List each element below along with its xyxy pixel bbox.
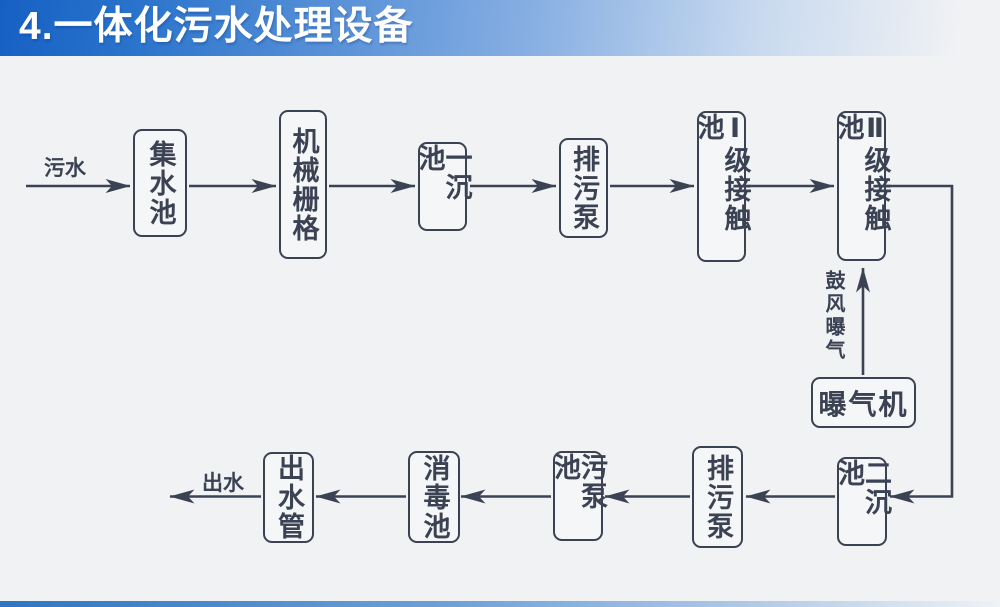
aeration-label: 鼓风曝气 <box>822 270 844 362</box>
node-label: 机械栅格 <box>288 126 319 243</box>
connector-level2-contact-to-secondary-sedimentation <box>886 184 954 504</box>
slide-header: 4.一体化污水处理设备 <box>0 0 1000 56</box>
node-label: 曝气机 <box>818 388 909 420</box>
node-label: Ⅱ级接触池 <box>833 113 891 233</box>
node-label: Ⅰ级接触池 <box>693 113 751 233</box>
node-collecting-tank: 集水池 <box>133 129 187 237</box>
node-disinfection-tank: 消毒池 <box>408 451 460 543</box>
node-label: 出水管 <box>274 454 304 541</box>
node-label: 一沉池 <box>414 144 472 202</box>
node-label: 消毒池 <box>419 453 450 541</box>
node-dirty-pump-tank: 污泵池 <box>550 451 607 541</box>
node-aerator: 曝气机 <box>811 377 916 428</box>
node-sewage-pump-top: 排污泵 <box>559 138 608 238</box>
node-secondary-sedimentation: 二沉池 <box>834 457 891 546</box>
node-label: 二沉池 <box>834 459 891 517</box>
page-title: 4.一体化污水处理设备 <box>19 5 414 48</box>
node-level2-contact-tank: Ⅱ级接触池 <box>833 111 891 261</box>
node-label: 排污泵 <box>703 453 733 541</box>
node-sewage-pump-bottom: 排污泵 <box>692 446 743 548</box>
node-mechanical-grid: 机械栅格 <box>279 110 327 259</box>
inflow-label: 污水 <box>44 157 86 180</box>
node-outlet-pipe: 出水管 <box>263 452 314 543</box>
node-label: 排污泵 <box>569 144 599 232</box>
footer-accent-bar <box>0 601 1000 607</box>
node-primary-sedimentation: 一沉池 <box>414 142 472 231</box>
outflow-label: 出水 <box>202 472 244 495</box>
node-level1-contact-tank: Ⅰ级接触池 <box>693 111 751 262</box>
node-label: 集水池 <box>145 139 176 227</box>
node-label: 污泵池 <box>550 453 607 511</box>
